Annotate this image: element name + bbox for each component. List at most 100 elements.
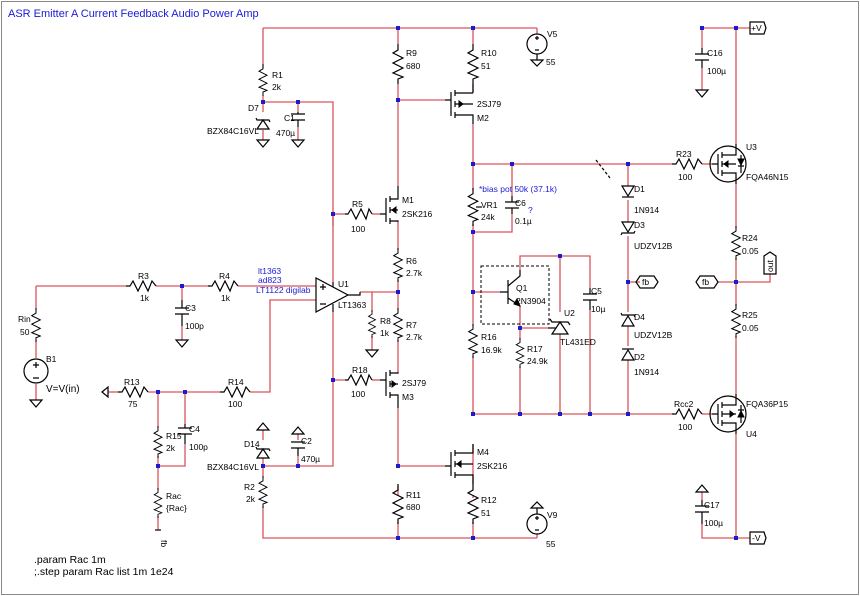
label-v5-val: 55 <box>546 57 556 67</box>
resistor-r17 <box>515 337 525 369</box>
label-rcc2-val: 100 <box>678 422 692 432</box>
label-rin-val: 50 <box>20 327 30 337</box>
label-v9-ref: V9 <box>547 510 558 520</box>
mosfet-u3 <box>709 144 747 184</box>
label-r7-ref: R7 <box>406 320 417 330</box>
resistor-r16 <box>468 323 478 359</box>
label-r8-ref: R8 <box>380 316 391 326</box>
regulator-u2 <box>548 318 571 335</box>
opamp-alt-3: LT1122 digilab <box>256 285 311 295</box>
label-r5-ref: R5 <box>352 199 363 209</box>
label-r14-ref: R14 <box>228 377 244 387</box>
label-r9-ref: R9 <box>406 48 417 58</box>
label-c16-ref: C16 <box>707 48 723 58</box>
label-r12-val: 51 <box>481 508 491 518</box>
label-m4-val: 2SK216 <box>477 461 508 471</box>
label-r15-ref: R15 <box>166 431 182 441</box>
label-r14-val: 100 <box>228 399 242 409</box>
label-v5-ref: V5 <box>547 29 558 39</box>
label-u4-val: FQA36P15 <box>746 399 788 409</box>
resistor-r6 <box>393 247 403 283</box>
mosfet-u4 <box>709 394 747 434</box>
label-m2-ref: M2 <box>477 113 489 123</box>
c6-note: ? <box>528 205 533 215</box>
label-c17-ref: C17 <box>704 500 720 510</box>
resistor-r23 <box>672 157 703 171</box>
label-m4-ref: M4 <box>477 447 489 457</box>
label-d1-ref: D1 <box>634 184 645 194</box>
label-c4-ref: C4 <box>189 424 200 434</box>
label-c6-val: 0.1µ <box>515 216 532 226</box>
label-q1-val: 2N3904 <box>516 296 546 306</box>
label-r18-ref: R18 <box>352 365 368 375</box>
label-m3-val: 2SJ79 <box>402 378 426 388</box>
label-r10-val: 51 <box>481 61 491 71</box>
label-d3-val: UDZV12B <box>634 241 673 251</box>
label-r23-val: 100 <box>678 172 692 182</box>
label-r18-val: 100 <box>351 389 365 399</box>
label-c2-ref: C2 <box>301 436 312 446</box>
label-c16-val: 100µ <box>707 66 726 76</box>
diode-d1 <box>620 185 636 198</box>
resistor-r1 <box>258 63 268 97</box>
mosfet-m1 <box>380 186 399 224</box>
resistor-r7 <box>393 307 403 343</box>
label-v9-val: 55 <box>546 539 556 549</box>
label-rin-ref: Rin <box>18 314 31 324</box>
label-r7-val: 2.7k <box>406 332 423 342</box>
label-d4-val: UDZV12B <box>634 330 673 340</box>
label-r2-val: 2k <box>246 494 256 504</box>
mosfet-m2 <box>445 84 474 124</box>
label-r2-ref: R2 <box>244 482 255 492</box>
label-c4-val: 100p <box>189 442 208 452</box>
label-c5-ref: C5 <box>591 286 602 296</box>
label-r10-ref: R10 <box>481 48 497 58</box>
label-vr1-val: 24k <box>481 212 495 222</box>
diode-d4 <box>620 314 636 327</box>
label-r6-ref: R6 <box>406 256 417 266</box>
label-d3-ref: D3 <box>634 220 645 230</box>
label-r3-ref: R3 <box>138 271 149 281</box>
resistor-r15 <box>153 425 163 459</box>
label-u1-val: LT1363 <box>338 300 366 310</box>
label-d1-val: 1N914 <box>634 205 659 215</box>
net-label-fb-bias: fb <box>642 277 649 287</box>
label-r16-val: 16.9k <box>481 345 503 355</box>
directive-param: .param Rac 1m <box>34 554 106 566</box>
resistor-r13 <box>118 385 149 399</box>
label-r23-ref: R23 <box>676 149 692 159</box>
label-r4-val: 1k <box>221 293 231 303</box>
resistor-r9 <box>392 43 404 85</box>
opamp-u1 <box>315 277 361 313</box>
label-rac-ref: Rac <box>166 491 182 501</box>
resistor-r2 <box>258 475 268 509</box>
label-r11-ref: R11 <box>406 490 421 500</box>
resistor-r12 <box>467 483 479 525</box>
transistor-q1 <box>480 265 550 325</box>
label-r16-ref: R16 <box>481 332 497 342</box>
mosfet-m4 <box>445 444 474 484</box>
label-u3-val: FQA46N15 <box>746 172 789 182</box>
label-c5-val: 10µ <box>591 304 605 314</box>
source-b1 <box>23 358 49 384</box>
label-d7-val: BZX84C16VL <box>207 126 259 136</box>
ground-symbols <box>28 89 710 493</box>
resistor-r8 <box>367 309 377 339</box>
net-label-fb-rac: fb <box>159 540 169 547</box>
junction-dots <box>156 26 738 540</box>
label-r8-val: 1k <box>380 328 390 338</box>
resistor-symbols <box>31 43 741 525</box>
label-r24-ref: R24 <box>742 233 758 243</box>
label-rac-val: {Rac} <box>166 503 187 513</box>
diode-d7 <box>255 118 271 130</box>
label-r24-val: 0.05 <box>742 246 759 256</box>
net-label-vplus: +V <box>751 23 762 33</box>
label-r1-val: 2k <box>272 82 282 92</box>
label-d14-val: BZX84C16VL <box>207 462 259 472</box>
label-c1-val: 470µ <box>276 128 295 138</box>
resistor-rac <box>153 487 163 519</box>
label-r6-val: 2.7k <box>406 268 423 278</box>
directive-step: ;.step param Rac list 1m 1e24 <box>34 566 174 578</box>
